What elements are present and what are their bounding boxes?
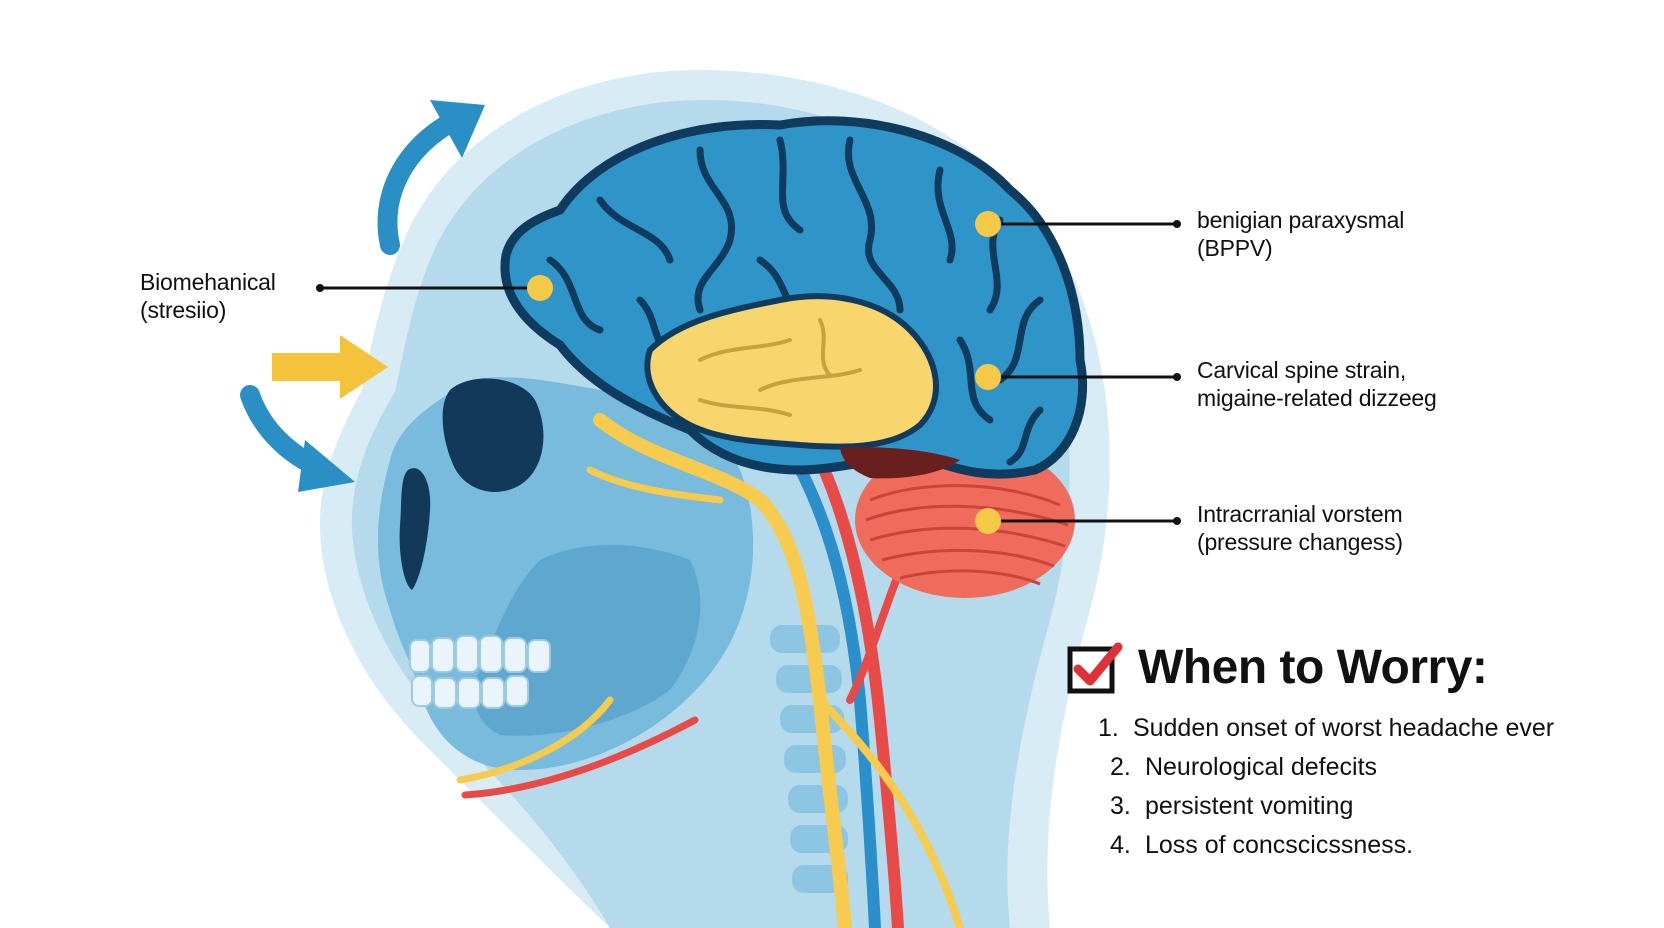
label-cervical-line2: migaine-related dizzeeg xyxy=(1197,385,1437,411)
temporal-folds xyxy=(698,318,862,417)
eye-socket xyxy=(442,378,544,492)
label-bppv: benigian paraxysmal (BPPV) xyxy=(1197,206,1404,262)
label-cervical-line1: Carvical spine strain, xyxy=(1197,357,1407,383)
warning-signs-list: 1. Sudden onset of worst headache ever 2… xyxy=(1098,709,1626,865)
label-biomechanical-line1: Biomehanical xyxy=(140,269,276,295)
neck-nerves-vessels xyxy=(456,413,964,928)
leader-endpoints xyxy=(316,220,1181,525)
brain-folds xyxy=(546,136,1044,466)
label-cervical: Carvical spine strain, migaine-related d… xyxy=(1197,356,1437,412)
cerebellum xyxy=(855,442,1075,598)
label-biomechanical-line2: (stresiio) xyxy=(140,297,227,323)
when-to-worry-heading: When to Worry: xyxy=(1066,640,1626,695)
arrow-icon xyxy=(272,335,388,399)
label-intracranial: Intracrranial vorstem (pressure changess… xyxy=(1197,500,1403,556)
list-item: 1. Sudden onset of worst headache ever xyxy=(1098,714,1555,742)
label-bppv-line2: (BPPV) xyxy=(1197,235,1273,261)
label-bppv-line1: benigian paraxysmal xyxy=(1197,207,1405,233)
list-item: 3. persistent vomiting xyxy=(1110,792,1354,820)
arrow-icon xyxy=(377,100,485,255)
jaw-shadow xyxy=(474,545,701,736)
when-to-worry-panel: When to Worry: 1. Sudden onset of worst … xyxy=(1066,640,1626,865)
arrow-icon xyxy=(240,385,355,492)
marker-dots xyxy=(527,211,1001,534)
checkbox-checked-icon xyxy=(1067,642,1123,693)
list-item: 4. Loss of concscicssness. xyxy=(1110,831,1414,859)
label-intracranial-line1: Intracrranial vorstem xyxy=(1197,501,1403,527)
when-to-worry-title: When to Worry: xyxy=(1138,641,1488,694)
nasal-cavity xyxy=(399,468,431,590)
label-biomechanical: Biomehanical (stresiio) xyxy=(140,268,276,324)
leader-lines xyxy=(320,222,1177,523)
label-intracranial-line2: (pressure changess) xyxy=(1197,529,1403,555)
teeth xyxy=(409,635,551,709)
list-item: 2. Neurological defecits xyxy=(1110,753,1378,781)
brainstem xyxy=(840,447,960,479)
temporal-lobe xyxy=(644,293,939,450)
